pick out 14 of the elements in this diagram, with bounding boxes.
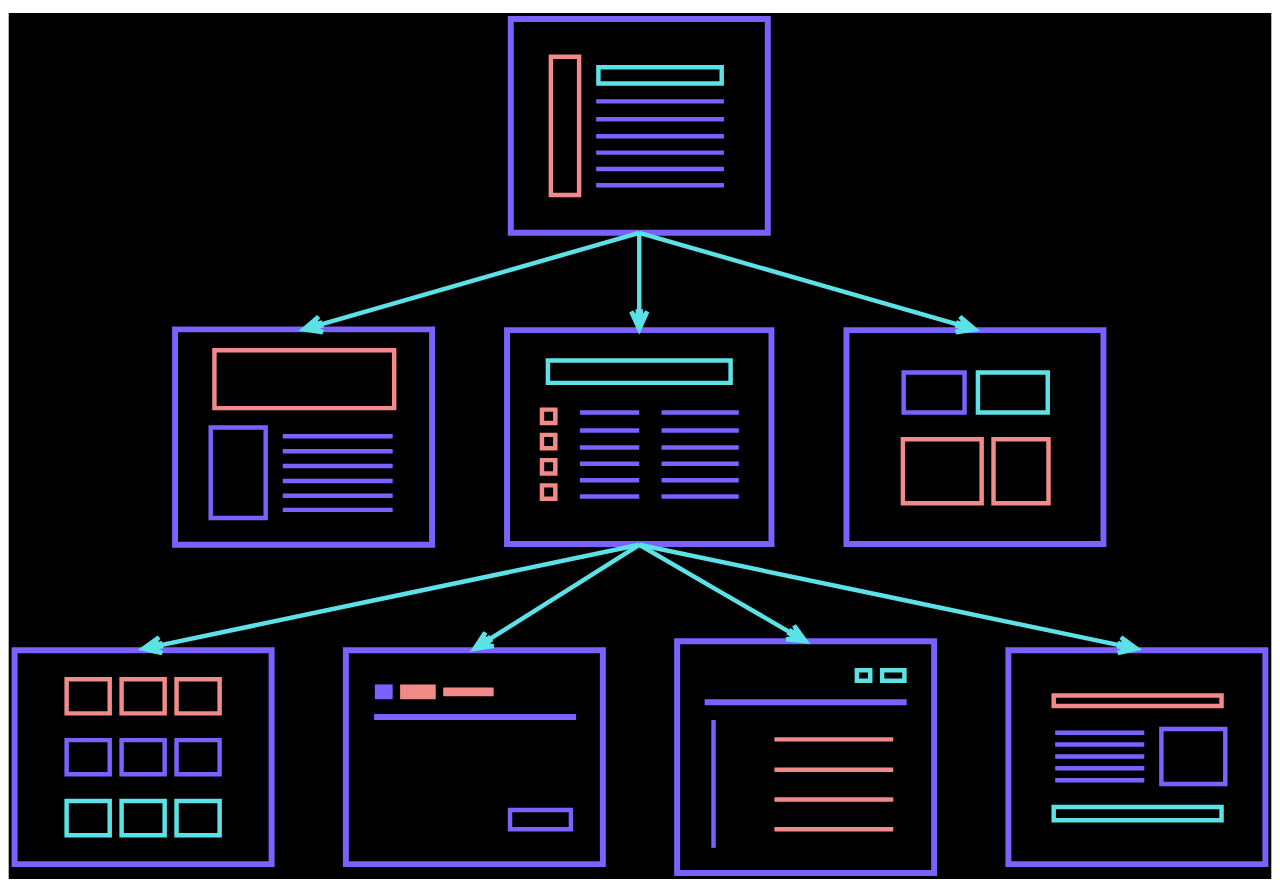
arrow: [472, 542, 641, 651]
node-picture: [504, 326, 775, 547]
node-picture: [674, 637, 938, 876]
arrow: [638, 230, 978, 334]
node-picture: [1005, 646, 1269, 867]
arrow: [638, 542, 1140, 655]
node-picture: [507, 15, 771, 236]
arrow: [301, 230, 640, 334]
node-picture: [843, 326, 1107, 547]
arrow: [140, 542, 640, 655]
node-picture: [172, 325, 435, 548]
node-picture: [11, 646, 275, 867]
arrow: [629, 232, 650, 332]
node-picture: [342, 646, 606, 867]
